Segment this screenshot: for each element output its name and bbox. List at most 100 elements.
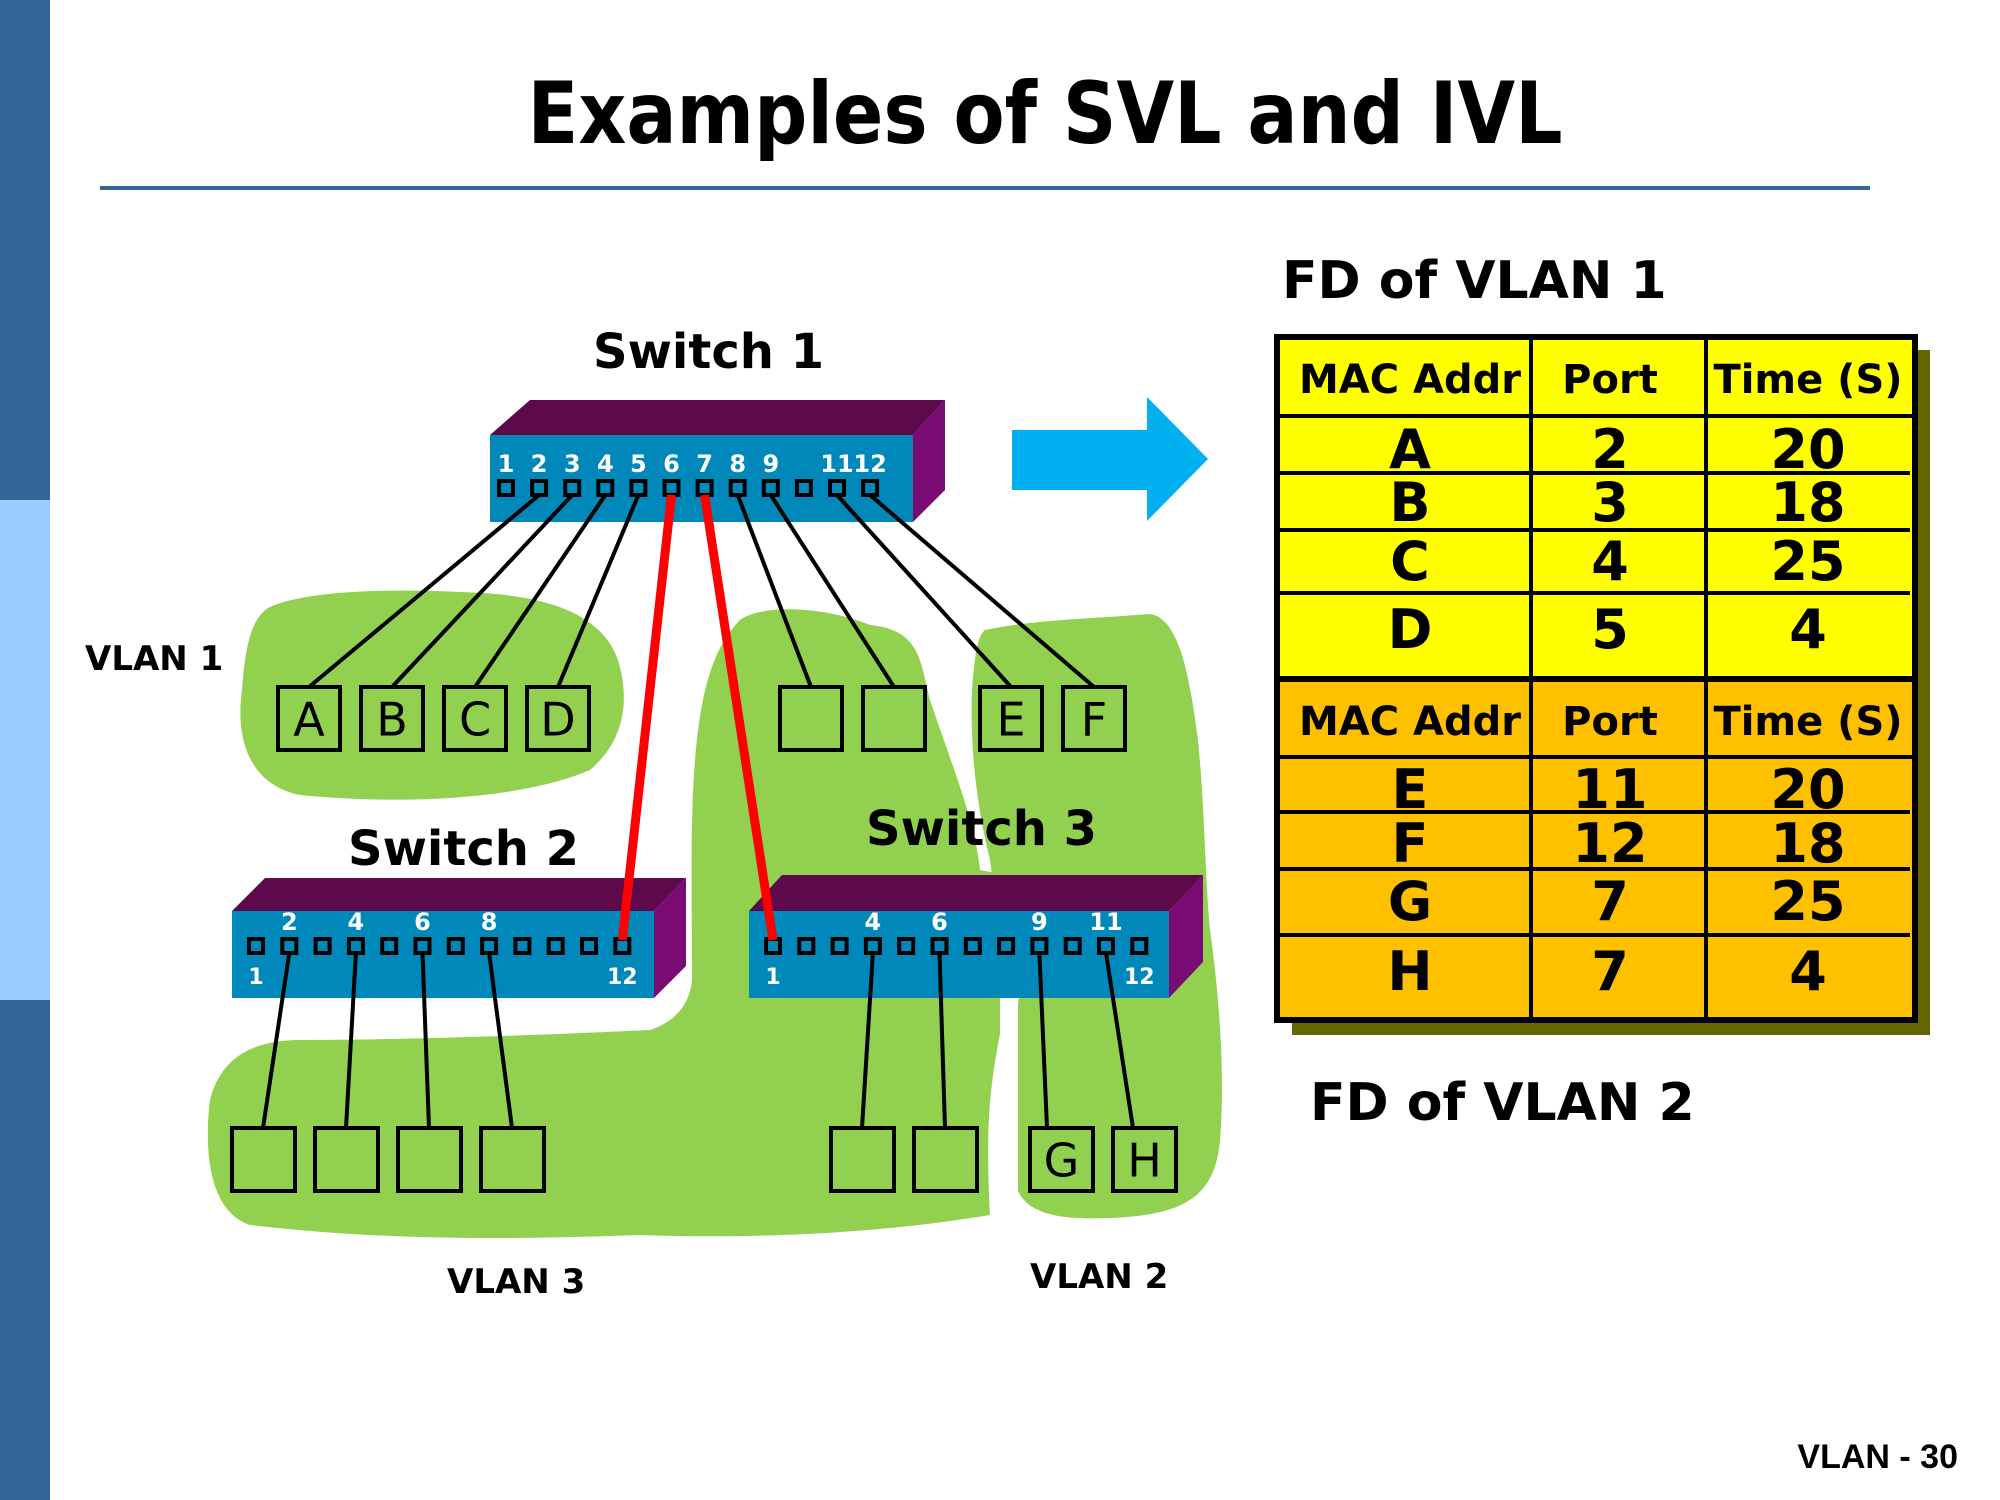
switch1-label: Switch 1 (593, 324, 824, 380)
host-vlan-row1-7[interactable] (978, 685, 1044, 752)
table-cell-vlan2: 25 (1770, 870, 1845, 933)
access-link (344, 952, 358, 1129)
switch2-port-1[interactable] (247, 937, 265, 955)
table-header-vlan1: Port (1562, 357, 1658, 403)
switch1-port-1[interactable] (497, 479, 515, 497)
table-cell-vlan2: H (1387, 940, 1432, 1003)
vlan2-label: VLAN 2 (1030, 1257, 1168, 1297)
host-vlan-row2-3[interactable] (396, 1126, 463, 1193)
sidebar-block-top (0, 0, 50, 500)
switch2-top (232, 878, 686, 911)
table-cell-vlan1: 3 (1591, 471, 1629, 534)
switch1-port-label: 2 (531, 450, 548, 478)
table-cell-vlan1: 20 (1770, 418, 1845, 481)
switch1-port-label: 1 (498, 450, 515, 478)
table-header-vlan1: Time (S) (1713, 357, 1902, 403)
switch1-port-label: 7 (696, 450, 713, 478)
host-label: D (540, 693, 575, 747)
switch3-port-8[interactable] (997, 937, 1016, 955)
host-label: H (1127, 1134, 1162, 1188)
table-cell-vlan2: 7 (1591, 870, 1629, 933)
switch3-port-12[interactable] (1130, 937, 1149, 955)
host-label: B (376, 693, 408, 747)
access-link (1037, 952, 1049, 1129)
switch3-port-label: 9 (1031, 908, 1048, 936)
access-link (261, 952, 292, 1129)
host-vlan-row1-5[interactable] (778, 685, 844, 752)
switch2-port-11[interactable] (580, 937, 598, 955)
table-header-vlan2: MAC Addr (1299, 699, 1521, 745)
table-cell-vlan1: 2 (1591, 418, 1629, 481)
table-cell-vlan1: 18 (1770, 471, 1845, 534)
host-label: C (459, 693, 491, 747)
host-vlan-row2-7[interactable] (1028, 1126, 1095, 1193)
switch2-port-7[interactable] (446, 937, 465, 955)
switch2-port-9[interactable] (513, 937, 532, 955)
switch2-port-label: 6 (414, 908, 431, 936)
fd-vlan2-title: FD of VLAN 2 (1310, 1073, 1695, 1133)
switch3-port-7[interactable] (963, 937, 982, 955)
table-cell-vlan2: 12 (1572, 812, 1647, 875)
host-vlan-row1-6[interactable] (861, 685, 927, 752)
host-vlan-row2-8[interactable] (1111, 1126, 1178, 1193)
table-cell-vlan1: B (1389, 471, 1430, 534)
table-cell-vlan1: 4 (1789, 598, 1827, 661)
host-vlan-row1-1[interactable] (276, 685, 342, 752)
switch1-port-label: 9 (762, 450, 779, 478)
access-link (769, 493, 896, 689)
host-vlan-row2-2[interactable] (313, 1126, 380, 1193)
switch3-port-label: 12 (1124, 965, 1155, 990)
table-cell-vlan2: 20 (1770, 758, 1845, 821)
host-vlan-row2-4[interactable] (479, 1126, 546, 1193)
table-cell-vlan2: 4 (1789, 940, 1827, 1003)
host-vlan-row1-2[interactable] (359, 685, 425, 752)
switch2-side (654, 878, 686, 998)
switch3-port-3[interactable] (830, 937, 849, 955)
switch1-port-10[interactable] (794, 479, 813, 497)
switch2-port-3[interactable] (313, 937, 332, 955)
table-cell-vlan1: D (1388, 598, 1433, 661)
access-link (868, 493, 1096, 689)
switch3-port-5[interactable] (897, 937, 916, 955)
switch1-port-label: 5 (630, 450, 647, 478)
host-label: G (1044, 1134, 1080, 1188)
switch3-port-2[interactable] (797, 937, 816, 955)
switch2-port-label: 4 (348, 908, 365, 936)
table-cell-vlan2: 18 (1770, 812, 1845, 875)
host-vlan-row2-6[interactable] (912, 1126, 979, 1193)
table-header-vlan2: Port (1562, 699, 1658, 745)
access-link (473, 493, 607, 689)
sidebar-block-middle (0, 500, 50, 1000)
table-cell-vlan2: 7 (1591, 940, 1629, 1003)
host-vlan-row2-5[interactable] (829, 1126, 896, 1193)
switch1-port-label: 3 (564, 450, 581, 478)
table-cell-vlan1: C (1390, 530, 1430, 593)
table-cell-vlan2: F (1392, 812, 1429, 875)
sidebar-block-bottom (0, 1000, 50, 1500)
switch1-top (490, 400, 945, 435)
host-vlan-row1-3[interactable] (442, 685, 508, 752)
table-cell-vlan1: 25 (1770, 530, 1845, 593)
switch1-port-label: 4 (597, 450, 614, 478)
table-border (1274, 334, 1918, 1023)
access-link (937, 952, 947, 1129)
table-cell-vlan2: 11 (1572, 758, 1647, 821)
host-vlan-row1-4[interactable] (525, 685, 591, 752)
fd-vlan1-title: FD of VLAN 1 (1282, 251, 1667, 311)
switch3-label: Switch 3 (866, 801, 1097, 857)
switch2-port-5[interactable] (380, 937, 399, 955)
title-rule (100, 186, 1870, 190)
switch3-port-10[interactable] (1063, 937, 1082, 955)
host-label: F (1081, 693, 1107, 747)
access-link (487, 952, 514, 1129)
switch2-port-label: 2 (281, 908, 298, 936)
host-vlan-row1-8[interactable] (1061, 685, 1127, 752)
switch2-port-10[interactable] (546, 937, 565, 955)
host-vlan-row2-1[interactable] (230, 1126, 297, 1193)
access-link (1104, 952, 1135, 1129)
